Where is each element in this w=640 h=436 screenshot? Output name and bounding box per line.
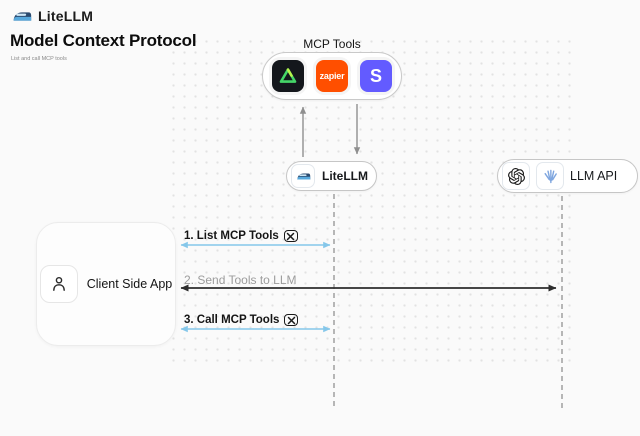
stripe-icon-text: S [369, 65, 382, 86]
blue-provider-icon [536, 162, 564, 190]
page-subtitle: List and call MCP tools [11, 56, 67, 62]
litellm-logo-icon [13, 11, 32, 21]
zapier-icon-text: zapier [319, 71, 345, 81]
mcp-tools-group: zapier S [262, 52, 402, 100]
triangle-logo-icon [272, 60, 304, 92]
hammer-wrench-icon [284, 314, 299, 326]
stripe-icon: S [360, 60, 392, 92]
brand-label: LiteLLM [38, 8, 94, 24]
brand: LiteLLM [12, 8, 93, 24]
message-1-label: 1. List MCP Tools [184, 230, 298, 242]
hammer-wrench-icon [283, 230, 298, 242]
mcp-tools-label: MCP Tools [303, 37, 361, 51]
litellm-node: LiteLLM [286, 161, 377, 191]
message-3-text: 3. Call MCP Tools [184, 314, 280, 326]
client-side-app-node: Client Side App [36, 222, 176, 346]
message-2-label: 2. Send Tools to LLM [184, 273, 297, 287]
llm-api-node: LLM API [497, 159, 638, 193]
openai-icon [502, 162, 530, 190]
page-title: Model Context Protocol [10, 31, 197, 50]
litellm-node-label: LiteLLM [322, 169, 368, 183]
zapier-icon: zapier [316, 60, 348, 92]
message-3-label: 3. Call MCP Tools [184, 314, 299, 326]
message-1-text: 1. List MCP Tools [184, 230, 279, 242]
client-side-app-label: Client Side App [86, 277, 173, 291]
llm-api-node-label: LLM API [570, 169, 618, 183]
litellm-train-icon [291, 164, 315, 188]
message-2-text: 2. Send Tools to LLM [184, 273, 297, 287]
person-icon [39, 265, 78, 303]
